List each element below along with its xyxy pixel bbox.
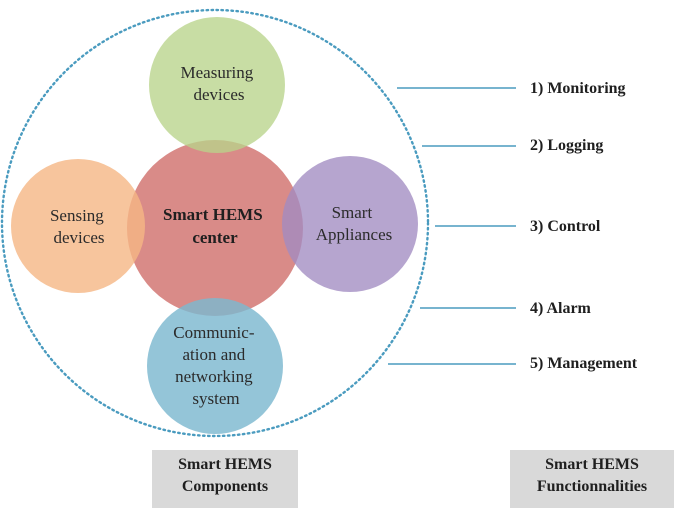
func-alarm: 4) Alarm — [530, 300, 592, 317]
func-control: 3) Control — [530, 218, 601, 235]
functionalities-caption-line2: Functionnalities — [536, 478, 648, 495]
center-circle — [127, 140, 303, 316]
functionalities-caption-line1: Smart HEMS — [545, 456, 639, 473]
components-caption: Smart HEMS Components — [152, 450, 298, 508]
measuring-circle — [149, 17, 285, 153]
sensing-label: Sensing devices — [50, 206, 108, 247]
components-caption-line1: Smart HEMS — [178, 456, 272, 473]
functionalities-caption: Smart HEMS Functionnalities — [510, 450, 674, 508]
func-monitoring: 1) Monitoring — [530, 80, 626, 97]
measuring-label: Measuring devices — [181, 63, 258, 104]
func-management: 5) Management — [530, 355, 638, 372]
center-label: Smart HEMS center — [163, 205, 267, 247]
boundary-circle — [0, 8, 430, 438]
func-logging: 2) Logging — [530, 137, 603, 154]
communication-label: Communic- ation and networking system — [173, 323, 258, 408]
appliances-label: Smart Appliances — [316, 203, 392, 244]
appliances-circle — [282, 156, 418, 292]
components-caption-line2: Components — [181, 478, 269, 495]
communication-circle — [147, 298, 283, 434]
sensing-circle — [11, 159, 145, 293]
